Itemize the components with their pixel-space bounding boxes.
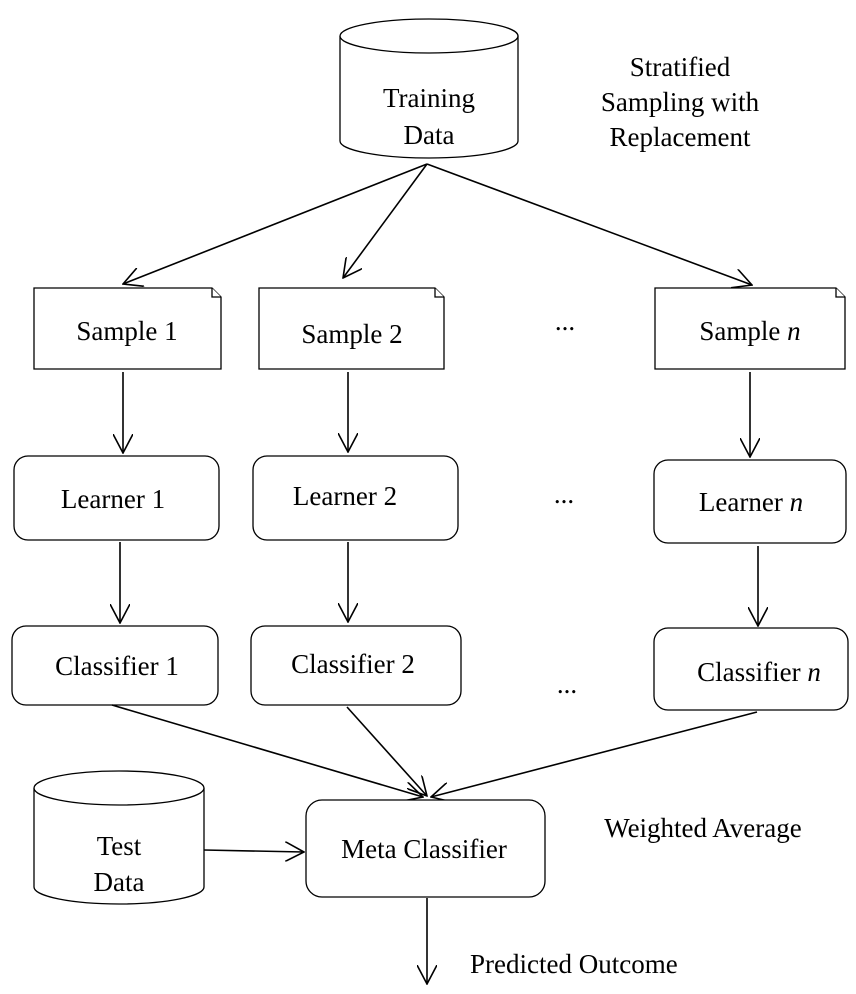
test-data-label-line1: Test (97, 831, 142, 861)
classifier-2-node: Classifier 2 (250, 625, 462, 706)
sample-1-node: Sample 1 (33, 287, 222, 370)
sampling-note-line1: Stratified (630, 52, 731, 82)
edge-classifier-1-to-meta (111, 704, 423, 797)
samples-ellipsis: ... (555, 306, 575, 336)
sampling-note-line2: Sampling with (601, 87, 760, 117)
test-data-node: Test Data (33, 770, 205, 905)
learner-n-label: Learner n (699, 487, 803, 517)
classifier-1-node: Classifier 1 (11, 625, 219, 706)
edge-classifier-n-to-meta (431, 711, 758, 797)
classifier-2-label: Classifier 2 (291, 649, 415, 679)
weighted-average-note: Weighted Average (604, 813, 802, 843)
sample-1-label: Sample 1 (76, 316, 177, 346)
predicted-outcome-label: Predicted Outcome (470, 949, 678, 979)
training-data-label-line1: Training (383, 83, 475, 113)
edge-training-to-sample-2 (343, 163, 428, 278)
learner-1-node: Learner 1 (13, 455, 220, 541)
edge-training-to-sample-n (426, 163, 752, 285)
classifier-1-label: Classifier 1 (55, 651, 179, 681)
learner-2-label: Learner 2 (293, 481, 397, 511)
training-data-label-line2: Data (404, 120, 455, 150)
sample-n-node: Sample n (654, 287, 846, 370)
sampling-note-line3: Replacement (610, 122, 751, 152)
edge-test-data-to-meta (203, 850, 304, 852)
learner-2-node: Learner 2 (252, 455, 459, 541)
sampling-note: Stratified Sampling with Replacement (601, 52, 760, 152)
test-data-label-line2: Data (94, 867, 145, 897)
sample-n-label: Sample n (699, 316, 800, 346)
classifier-n-label: Classifier n (697, 657, 821, 687)
learner-n-node: Learner n (653, 459, 847, 544)
meta-classifier-node: Meta Classifier (305, 799, 546, 898)
classifier-n-node: Classifier n (653, 627, 849, 711)
learner-1-label: Learner 1 (61, 484, 165, 514)
edge-classifier-2-to-meta (346, 706, 427, 796)
learners-ellipsis: ... (554, 479, 574, 509)
edge-training-to-sample-1 (123, 163, 428, 284)
classifiers-ellipsis: ... (557, 669, 577, 699)
meta-classifier-label: Meta Classifier (341, 834, 507, 864)
sample-2-node: Sample 2 (258, 287, 445, 370)
training-data-node: Training Data (339, 18, 519, 159)
sample-2-label: Sample 2 (301, 319, 402, 349)
